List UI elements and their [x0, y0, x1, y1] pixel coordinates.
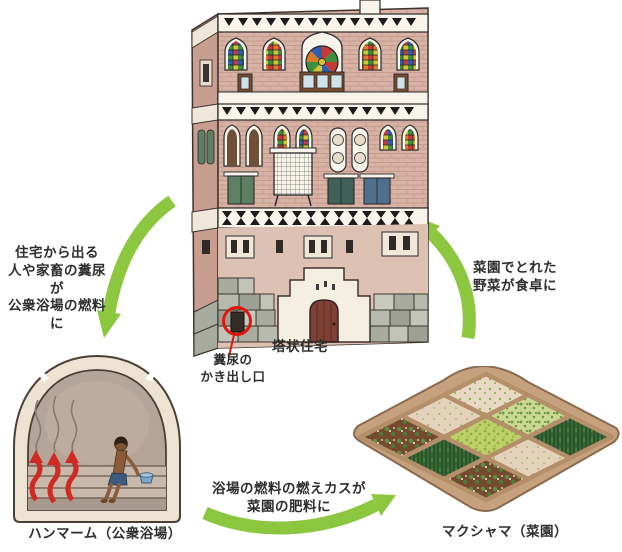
slot-windows [225, 231, 419, 259]
hammam-illustration [13, 354, 181, 523]
bather-figure [100, 436, 140, 503]
stained-glass-windows-top [224, 37, 420, 71]
arrow-bath-to-garden [202, 494, 396, 535]
maqshama-garden-illustration [353, 366, 620, 512]
outlet-annotation-label: 糞尿の かき出し口 [200, 353, 266, 384]
edge-label-bath-to-garden: 浴場の燃料の燃えカスが 菜園の肥料に [212, 481, 366, 514]
node-label-hammam: ハンマーム（公衆浴場） [28, 526, 182, 541]
water-bowl [139, 472, 154, 484]
middle-floor-windows [223, 124, 419, 173]
edge-label-garden-to-house: 菜園でとれた 野菜が食卓に [473, 260, 557, 293]
decorative-band-2 [217, 103, 429, 121]
edge-label-house-to-bath: 住宅から出る 人や家畜の糞尿が 公衆浴場の燃料に [8, 245, 106, 332]
node-label-tower-house: 塔状住宅 [272, 339, 328, 354]
building-side-face [191, 12, 219, 358]
building-front-face [217, 0, 429, 357]
node-label-maqshama: マクシャマ（菜園） [442, 524, 568, 539]
tower-house-illustration [191, 0, 429, 358]
parapet-band [217, 0, 429, 33]
arrow-house-to-bath [97, 195, 176, 338]
sill-band-windows [217, 71, 429, 105]
entrance [277, 267, 371, 343]
lattice-balcony [269, 147, 317, 207]
outlet-marker-circle [222, 306, 252, 357]
steam-lines [34, 395, 78, 453]
decorative-band-3 [217, 207, 429, 229]
shuttered-windows [223, 171, 395, 205]
garden-beds [357, 371, 615, 503]
heat-arrows [29, 450, 79, 504]
